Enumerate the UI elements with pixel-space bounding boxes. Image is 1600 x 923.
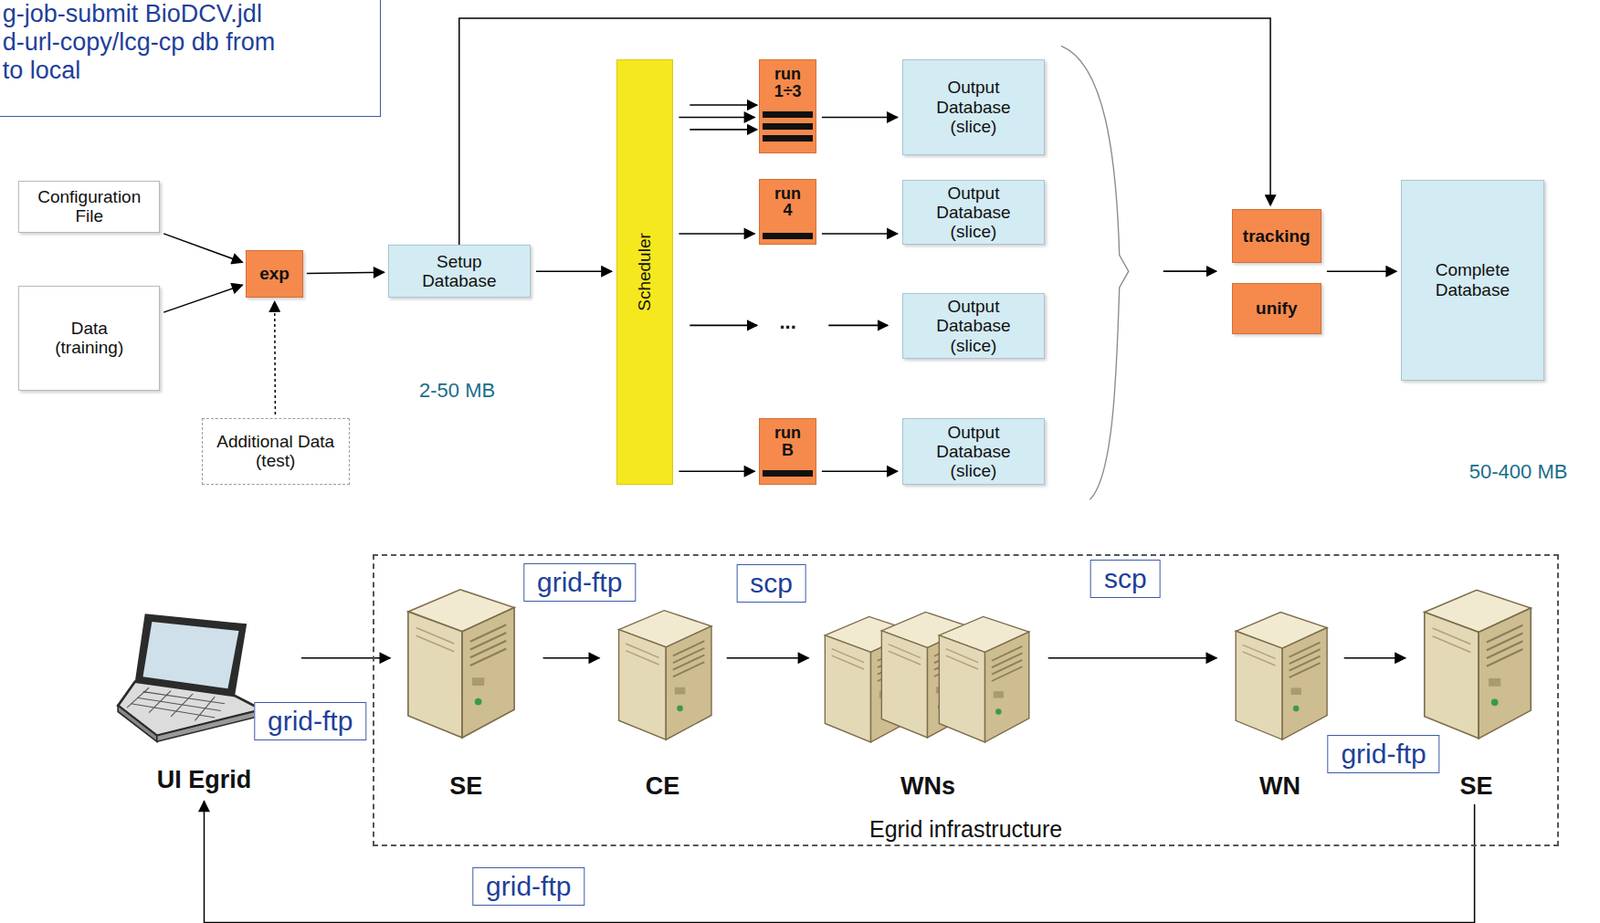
arrow (689, 104, 758, 106)
node-text: Data (training) (54, 318, 124, 358)
transfer-label: grid-ftp (472, 867, 585, 906)
run-bar (762, 123, 813, 130)
connector (204, 801, 1475, 923)
process-box: exp (245, 250, 304, 299)
node-text: Output Database (slice) (936, 296, 1011, 356)
connector (536, 270, 612, 273)
node-text: Additional Data (test) (207, 431, 345, 472)
optional-input-box: Additional Data (test) (201, 418, 350, 485)
laptop-icon (112, 610, 268, 750)
node-caption: UI Egrid (112, 766, 296, 795)
connector (821, 232, 898, 235)
run-box: run 1÷3 (758, 59, 817, 154)
node-text: Setup Database (421, 252, 496, 292)
node-caption: Egrid infrastructure (374, 816, 1558, 843)
connector (306, 272, 385, 274)
transfer-label: grid-ftp (253, 702, 367, 741)
transfer-label: scp (1090, 559, 1161, 599)
node-text: Scheduler (634, 232, 655, 312)
transfer-label: scp (736, 564, 807, 603)
connector (1048, 657, 1218, 660)
database-box: Output Database (slice) (902, 179, 1045, 246)
connector (543, 657, 600, 660)
run-box: run 4 (758, 178, 817, 246)
node-text: Output Database (slice) (936, 77, 1011, 137)
server-node: CE (603, 601, 721, 803)
database-box: Output Database (slice) (902, 59, 1045, 156)
database-box: Setup Database (388, 244, 531, 298)
node-text: Complete Database (1435, 260, 1510, 300)
input-file-box: Configuration File (18, 180, 160, 233)
database-box: Output Database (slice) (902, 418, 1045, 485)
node-text: exp (259, 263, 290, 284)
connector (273, 301, 276, 415)
server-node: WN (1221, 603, 1338, 803)
connector (1326, 270, 1397, 273)
server-icon (929, 610, 1037, 747)
connector (821, 470, 898, 473)
connector (163, 233, 243, 263)
command-note: g-job-submit BioDCV.jdld-url-copy/lcg-cp… (0, 0, 381, 117)
node-text: run 1÷3 (774, 65, 802, 101)
ellipsis: ... (778, 310, 796, 335)
run-bar (762, 111, 813, 118)
node-text: Output Database (slice) (936, 422, 1011, 482)
node-text: Output Database (slice) (936, 183, 1011, 243)
server-node: SE (394, 578, 537, 803)
run-bar (762, 135, 813, 142)
connector (678, 116, 755, 119)
input-file-box: Data (training) (18, 285, 160, 391)
scheduler-bar: Scheduler (616, 59, 674, 485)
arrow (689, 128, 758, 131)
database-box: Output Database (slice) (902, 293, 1045, 360)
connector (459, 18, 1271, 245)
server-icon (609, 603, 720, 744)
arrow (689, 325, 758, 327)
connector (678, 232, 755, 235)
node-text: run 4 (774, 185, 801, 221)
node-caption: SE (394, 772, 537, 801)
server-group-node: WNs (812, 605, 1043, 803)
node-text: d-url-copy/lcg-cp db from to local (2, 28, 294, 86)
arrow (828, 325, 888, 327)
node-text: tracking (1242, 226, 1311, 246)
node-text: Configuration File (37, 187, 141, 227)
run-box: run B (758, 418, 817, 485)
node-caption: WNs (812, 772, 1043, 801)
process-box: tracking (1231, 209, 1322, 264)
connector (163, 284, 243, 313)
server-icon (1226, 605, 1335, 744)
run-bar (762, 470, 813, 477)
node-text: g-job-submit BioDCV.jdl (2, 0, 294, 29)
node-text: run B (774, 424, 801, 460)
arrow (1163, 270, 1217, 273)
connector (1344, 657, 1406, 660)
connector (821, 116, 898, 119)
process-box: unify (1231, 283, 1322, 336)
size-label: 50-400 MB (1469, 460, 1569, 485)
connector (301, 657, 390, 660)
node-caption: SE (1410, 772, 1543, 801)
run-bar (762, 232, 813, 240)
node-caption: WN (1221, 772, 1338, 801)
server-icon (1416, 580, 1537, 745)
node-text: unify (1255, 298, 1297, 318)
server-icon (400, 581, 521, 742)
connector (726, 657, 810, 660)
node-caption: CE (603, 772, 721, 801)
database-box: Complete Database (1400, 179, 1544, 381)
merge-brace (1061, 45, 1129, 500)
transfer-label: grid-ftp (1326, 735, 1440, 774)
connector (678, 470, 755, 473)
size-label: 2-50 MB (419, 378, 495, 403)
transfer-label: grid-ftp (523, 563, 636, 602)
